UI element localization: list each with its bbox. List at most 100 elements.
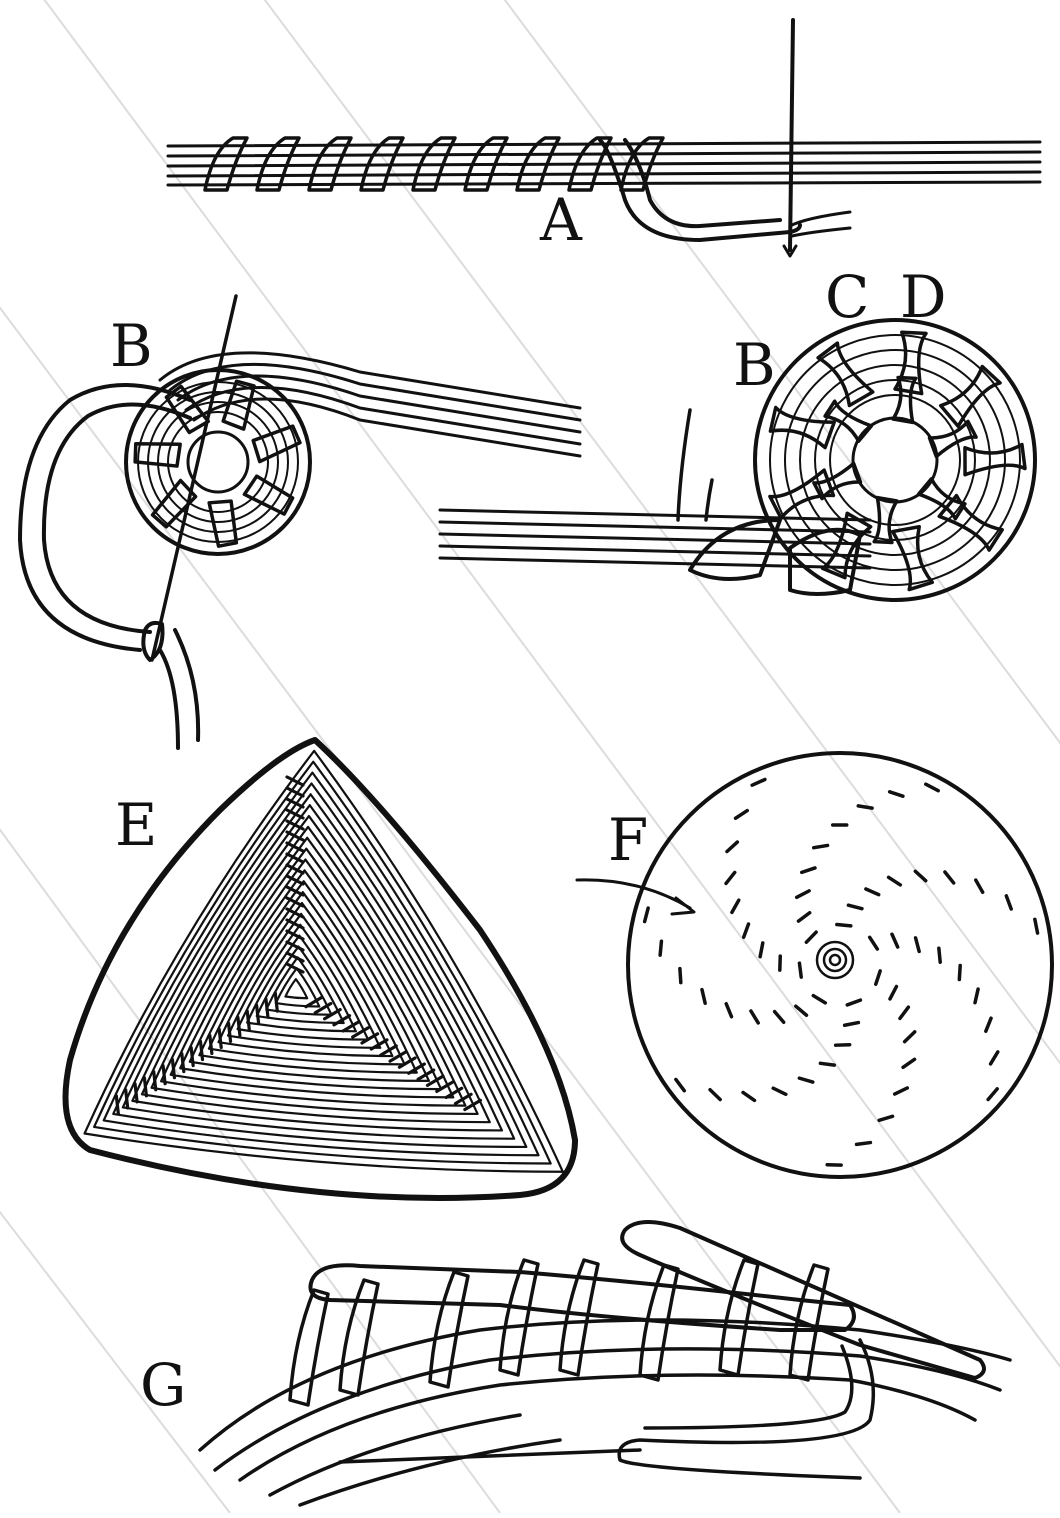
stitch-mark: [135, 1084, 137, 1102]
diagram-a-wrapped-bundle: A: [168, 20, 1040, 256]
label-f: F: [608, 806, 648, 874]
coil-stitch: [939, 496, 1002, 551]
diagram-e-triangular-mat: E: [66, 740, 576, 1198]
stitch-mark: [879, 1116, 892, 1120]
stitch-mark: [848, 905, 862, 909]
stitch-mark: [820, 1063, 834, 1065]
coil-stitch: [941, 367, 1000, 427]
stitch-mark: [287, 821, 303, 829]
stitch-mark: [676, 1079, 684, 1090]
label-a: A: [539, 186, 583, 254]
stitch-mark: [798, 913, 809, 921]
label-d: D: [900, 263, 947, 331]
stitch-mark: [916, 938, 920, 952]
stitch-mark: [163, 1066, 165, 1084]
coil-stitch: [209, 501, 236, 546]
label-g: G: [140, 1351, 186, 1419]
stitch-mark: [680, 969, 681, 983]
stitch-mark: [799, 1078, 812, 1082]
stitch-mark: [645, 908, 649, 922]
stitch-mark: [988, 1089, 997, 1100]
stitch-mark: [702, 990, 705, 1004]
stitch-mark: [191, 1048, 193, 1066]
stitch-mark: [890, 792, 903, 796]
stitch-mark: [182, 1054, 184, 1072]
stitch-mark: [991, 1052, 998, 1064]
label-b-left: B: [110, 312, 153, 380]
stitch-mark: [890, 986, 896, 998]
stitch-mark: [986, 1018, 991, 1031]
wrap-stitch: [790, 1265, 828, 1380]
stitch-mark: [210, 1035, 212, 1053]
stitch-mark: [866, 889, 879, 895]
stitch-mark: [905, 1032, 915, 1042]
stitch-mark: [900, 1007, 908, 1018]
stitch-mark: [736, 811, 748, 819]
stitch-mark: [732, 900, 739, 912]
stitch-mark: [752, 779, 765, 785]
stitch-mark: [870, 937, 878, 949]
stitch-mark: [154, 1072, 156, 1090]
stitch-mark: [727, 842, 737, 851]
stitch-mark: [775, 1012, 784, 1023]
stitch-mark: [915, 871, 925, 880]
stitch-mark: [889, 877, 901, 885]
stitch-mark: [892, 934, 898, 947]
stitch-mark: [773, 1088, 786, 1094]
diagram-f-round-mat: F: [577, 753, 1052, 1177]
stitch-mark: [743, 1092, 755, 1100]
stitch-mark: [876, 971, 880, 984]
stitch-mark: [814, 845, 828, 847]
stitch-mark: [813, 996, 825, 1003]
stitch-mark: [857, 1143, 871, 1145]
stitch-mark: [266, 999, 268, 1017]
stitch-mark: [219, 1029, 221, 1047]
stitch-mark: [837, 925, 851, 926]
stitch-mark: [760, 943, 763, 957]
stitch-mark: [257, 1005, 259, 1023]
stitch-mark: [799, 963, 801, 977]
stitch-mark: [710, 1090, 720, 1100]
stitch-mark: [895, 1088, 908, 1094]
stitch-mark: [275, 993, 277, 1011]
stitch-mark: [845, 1023, 859, 1026]
diagram-g-edge-stitching: G: [140, 1222, 1010, 1505]
stitch-mark: [903, 1059, 914, 1067]
stitch-mark: [201, 1042, 203, 1060]
stitch-mark: [726, 1004, 731, 1017]
stitch-mark: [945, 872, 954, 883]
label-c: C: [825, 263, 869, 331]
stitch-mark: [144, 1078, 146, 1096]
wrap-stitch: [720, 1260, 758, 1375]
stitch-mark: [959, 965, 960, 979]
stitch-mark: [1006, 896, 1011, 909]
stitch-mark: [116, 1096, 118, 1114]
stitch-mark: [847, 1000, 860, 1005]
stitch-mark: [797, 891, 809, 897]
stitch-mark: [726, 872, 735, 883]
diagram-bcd-stitched-coil: B C D: [440, 263, 1035, 600]
stitch-mark: [172, 1060, 174, 1078]
stitch-mark: [126, 1090, 128, 1108]
stitch-mark: [418, 1070, 434, 1079]
stitch-mark: [247, 1011, 249, 1029]
stitch-mark: [744, 924, 749, 937]
stitch-mark: [802, 868, 815, 872]
stitch-mark: [975, 989, 978, 1003]
stitch-mark: [858, 806, 872, 808]
label-e: E: [115, 791, 157, 859]
stitch-mark: [1035, 919, 1038, 933]
coil-stitch: [965, 445, 1025, 475]
coil-ring: [285, 979, 307, 998]
stitch-mark: [660, 941, 661, 955]
stitch-mark: [976, 880, 983, 892]
stitch-mark: [806, 932, 816, 942]
stitch-mark: [238, 1017, 240, 1035]
stitch-mark: [229, 1023, 231, 1041]
stitch-mark: [751, 1011, 758, 1023]
label-b-right: B: [733, 331, 776, 399]
stitch-mark: [926, 784, 938, 790]
